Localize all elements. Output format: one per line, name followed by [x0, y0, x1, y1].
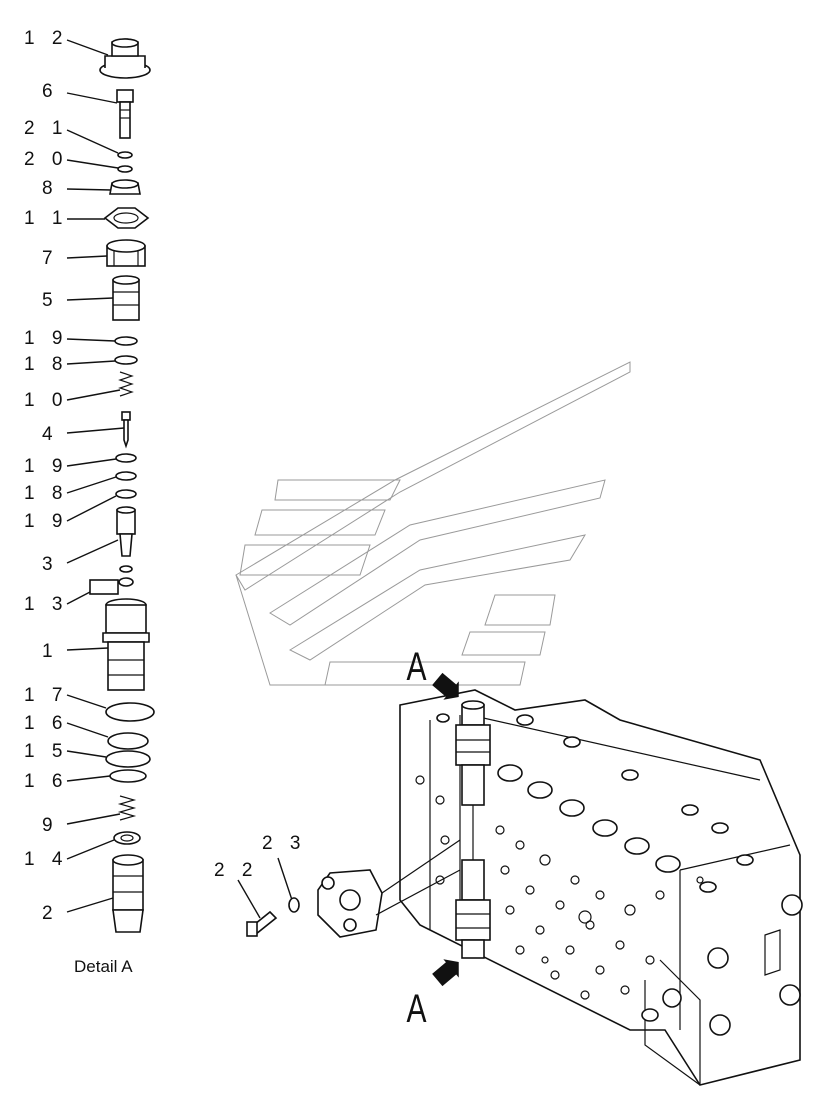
part-8-nut [109, 179, 141, 195]
part-3-poppet [116, 506, 136, 557]
callout-labels: 1 2 6 2 1 2 0 8 1 1 7 5 1 9 1 8 1 0 4 1 … [24, 28, 306, 924]
end-plate-bolts [662, 894, 803, 1036]
callout-3: 3 [42, 554, 59, 575]
part-7-locknut [106, 239, 146, 267]
callout-5: 5 [42, 290, 59, 311]
relief-valve-upper [455, 700, 491, 806]
view-arrow-bottom [432, 959, 459, 987]
callout-16b: 1 6 [24, 771, 68, 792]
flange-assembly [246, 839, 461, 938]
callout-15: 1 5 [24, 741, 68, 762]
control-valve-block [399, 689, 803, 1086]
callout-7: 7 [42, 248, 59, 269]
callout-22: 2 2 [214, 860, 258, 881]
callout-12: 1 2 [24, 28, 68, 49]
callout-10: 1 0 [24, 390, 68, 411]
callout-13: 1 3 [24, 594, 68, 615]
port-holes [436, 713, 754, 1022]
part-1-main-body [102, 598, 150, 691]
detail-a-exploded-view [89, 38, 155, 933]
callout-11: 1 1 [24, 208, 68, 229]
callout-9: 9 [42, 815, 59, 836]
view-marker-top: A [407, 645, 427, 689]
detail-caption: Detail A [74, 957, 133, 976]
callout-18a: 1 8 [24, 354, 68, 375]
part-2-plug [112, 854, 144, 933]
part-5-body [112, 275, 140, 321]
part-6-bolt [116, 89, 134, 139]
callout-14: 1 4 [24, 849, 68, 870]
callout-19a: 1 9 [24, 328, 68, 349]
part-12-cap [99, 38, 151, 79]
watermark-logo [235, 361, 631, 686]
callout-23: 2 3 [262, 833, 306, 854]
view-arrow-top [432, 672, 459, 700]
leader-lines [66, 39, 293, 919]
small-holes [415, 775, 704, 1000]
callout-2: 2 [42, 903, 59, 924]
callout-4: 4 [42, 424, 59, 445]
callout-16a: 1 6 [24, 713, 68, 734]
callout-17: 1 7 [24, 685, 68, 706]
callout-1: 1 [42, 641, 59, 662]
callout-19b: 1 9 [24, 456, 68, 477]
callout-18b: 1 8 [24, 483, 68, 504]
view-marker-bottom: A [407, 987, 427, 1031]
callout-8: 8 [42, 178, 59, 199]
callout-6: 6 [42, 81, 59, 102]
callout-19c: 1 9 [24, 511, 68, 532]
callout-21: 2 1 [24, 118, 68, 139]
callout-20: 2 0 [24, 149, 68, 170]
